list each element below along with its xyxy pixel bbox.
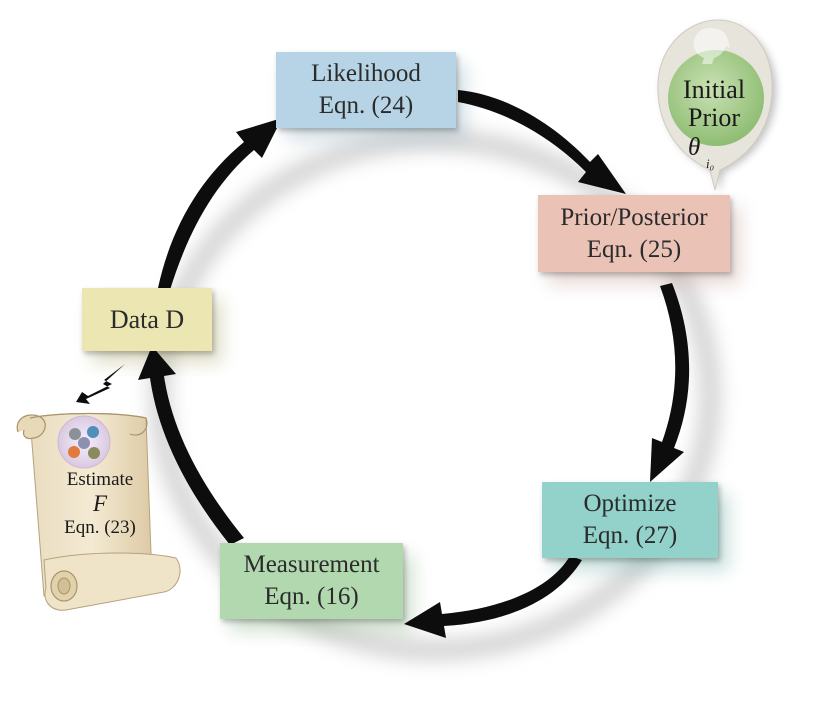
theta-subscript: i₀ <box>706 156 715 171</box>
initial-prior-title: Initial Prior <box>662 76 766 132</box>
prior-posterior-label: Prior/Posterior <box>560 203 708 231</box>
measurement-label: Measurement <box>243 551 380 578</box>
estimate-label: Estimate <box>66 469 134 490</box>
prior-posterior-equation: Eqn. (25) <box>586 235 682 263</box>
measurement-equation: Eqn. (16) <box>264 583 359 610</box>
mixture-spheres-icon <box>57 415 111 469</box>
arrow-optimize-to-measurement <box>404 556 582 638</box>
theta-symbol: θ <box>688 134 701 161</box>
arrow-prior-to-optimize <box>650 283 690 482</box>
initial-prior-line2: Prior <box>688 103 740 132</box>
measurement-box: Measurement Eqn. (16) <box>220 543 403 619</box>
arrow-measurement-to-data <box>138 346 244 545</box>
optimize-equation: Eqn. (27) <box>582 522 678 549</box>
likelihood-label: Likelihood <box>311 60 421 87</box>
prior-green-circle <box>668 50 764 146</box>
likelihood-box: Likelihood Eqn. (24) <box>276 52 456 128</box>
data-label: Data D <box>109 304 185 334</box>
head-profile-icon <box>693 28 730 64</box>
likelihood-equation: Eqn. (24) <box>318 92 414 119</box>
lightning-bolt-icon <box>76 364 125 404</box>
optimize-label: Optimize <box>583 490 677 517</box>
data-box: Data D <box>82 288 212 351</box>
initial-prior-line1: Initial <box>682 75 746 104</box>
estimate-equation: Eqn. (23) <box>64 517 136 538</box>
prior-posterior-box: Prior/Posterior Eqn. (25) <box>538 195 730 272</box>
estimate-text: Estimate F Eqn. (23) <box>40 468 160 540</box>
arrow-likelihood-to-prior <box>458 90 626 194</box>
optimize-box: Optimize Eqn. (27) <box>542 482 718 558</box>
estimate-variable: F <box>92 491 108 516</box>
arrow-data-to-likelihood <box>158 118 282 290</box>
